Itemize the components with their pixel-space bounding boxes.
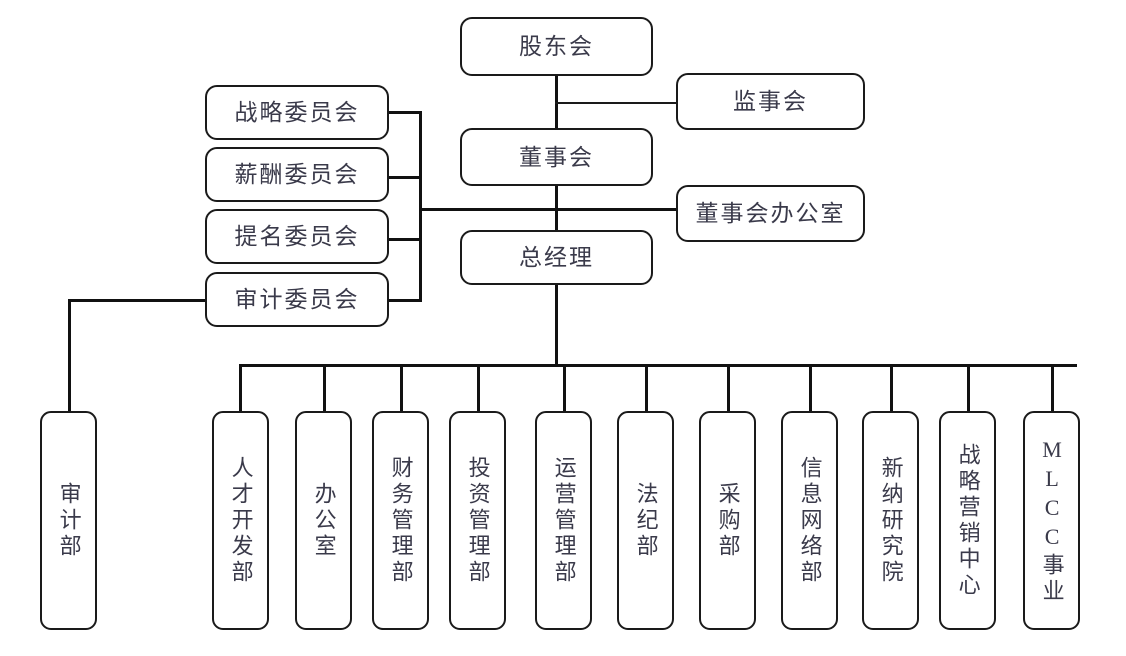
node-department-talent-development[interactable]: 人才开发部: [212, 411, 269, 630]
connector-drop-department-11: [1051, 364, 1054, 412]
connector-drop-department-7: [727, 364, 730, 412]
node-label: 采购部: [715, 481, 741, 560]
connector-committee-1-stub: [388, 111, 422, 114]
connector-committees-to-board-office: [419, 208, 677, 211]
node-label: 提名委员会: [234, 224, 360, 249]
connector-drop-department-2: [323, 364, 326, 412]
connector-drop-department-10: [967, 364, 970, 412]
node-label: 战略营销中心: [955, 442, 981, 599]
node-label: 新纳研究院: [878, 455, 904, 586]
node-label: 审计部: [56, 481, 82, 560]
node-label: 运营管理部: [551, 455, 577, 586]
node-supervisory-board[interactable]: 监事会: [676, 73, 865, 130]
node-department-operations-management[interactable]: 运营管理部: [535, 411, 592, 630]
connector-drop-department-1: [239, 364, 242, 412]
node-label: 审计委员会: [234, 287, 360, 312]
node-label: 法纪部: [633, 481, 659, 560]
node-department-xinna-research-institute[interactable]: 新纳研究院: [862, 411, 919, 630]
node-label: 股东会: [519, 34, 594, 59]
connector-gm-to-department-bus: [555, 283, 558, 366]
node-label: 董事会办公室: [695, 201, 846, 226]
node-label: 总经理: [519, 245, 594, 270]
node-department-mlcc-business[interactable]: MLCC事业: [1023, 411, 1080, 630]
node-board-office[interactable]: 董事会办公室: [676, 185, 865, 242]
node-department-strategic-marketing-center[interactable]: 战略营销中心: [939, 411, 996, 630]
node-label: 董事会: [519, 144, 594, 170]
node-department-procurement[interactable]: 采购部: [699, 411, 756, 630]
node-label: 投资管理部: [465, 455, 491, 586]
node-department-investment-management[interactable]: 投资管理部: [449, 411, 506, 630]
node-department-audit[interactable]: 审计部: [40, 411, 97, 630]
connector-drop-department-5: [563, 364, 566, 412]
node-department-legal-discipline[interactable]: 法纪部: [617, 411, 674, 630]
node-label: 监事会: [733, 89, 808, 114]
connector-committee-4-stub: [388, 299, 422, 302]
connector-trunk-to-supervisory-board: [555, 102, 677, 104]
node-label: MLCC事业: [1039, 436, 1065, 605]
connector-drop-department-6: [645, 364, 648, 412]
connector-audit-committee-elbow-down: [68, 299, 71, 412]
node-label: 信息网络部: [797, 455, 823, 586]
node-department-office[interactable]: 办公室: [295, 411, 352, 630]
node-board-of-directors[interactable]: 董事会: [460, 128, 653, 186]
node-label: 人才开发部: [228, 455, 254, 586]
node-department-information-network[interactable]: 信息网络部: [781, 411, 838, 630]
connector-drop-department-3: [400, 364, 403, 412]
connector-audit-committee-elbow-top: [68, 299, 208, 302]
connector-drop-department-4: [477, 364, 480, 412]
node-committee-remuneration[interactable]: 薪酬委员会: [205, 147, 389, 202]
node-shareholders-meeting[interactable]: 股东会: [460, 17, 653, 76]
node-general-manager[interactable]: 总经理: [460, 230, 653, 285]
connector-drop-department-9: [890, 364, 893, 412]
node-committee-audit[interactable]: 审计委员会: [205, 272, 389, 327]
node-committee-nomination[interactable]: 提名委员会: [205, 209, 389, 264]
connector-committee-bus: [419, 111, 422, 301]
node-label: 战略委员会: [234, 100, 360, 125]
node-department-finance-management[interactable]: 财务管理部: [372, 411, 429, 630]
node-committee-strategy[interactable]: 战略委员会: [205, 85, 389, 140]
node-label: 办公室: [311, 481, 337, 560]
connector-department-bus: [239, 364, 1077, 367]
node-label: 财务管理部: [388, 455, 414, 586]
connector-committee-2-stub: [388, 176, 422, 179]
connector-drop-department-8: [809, 364, 812, 412]
node-label: 薪酬委员会: [234, 162, 360, 187]
connector-committee-3-stub: [388, 238, 422, 241]
